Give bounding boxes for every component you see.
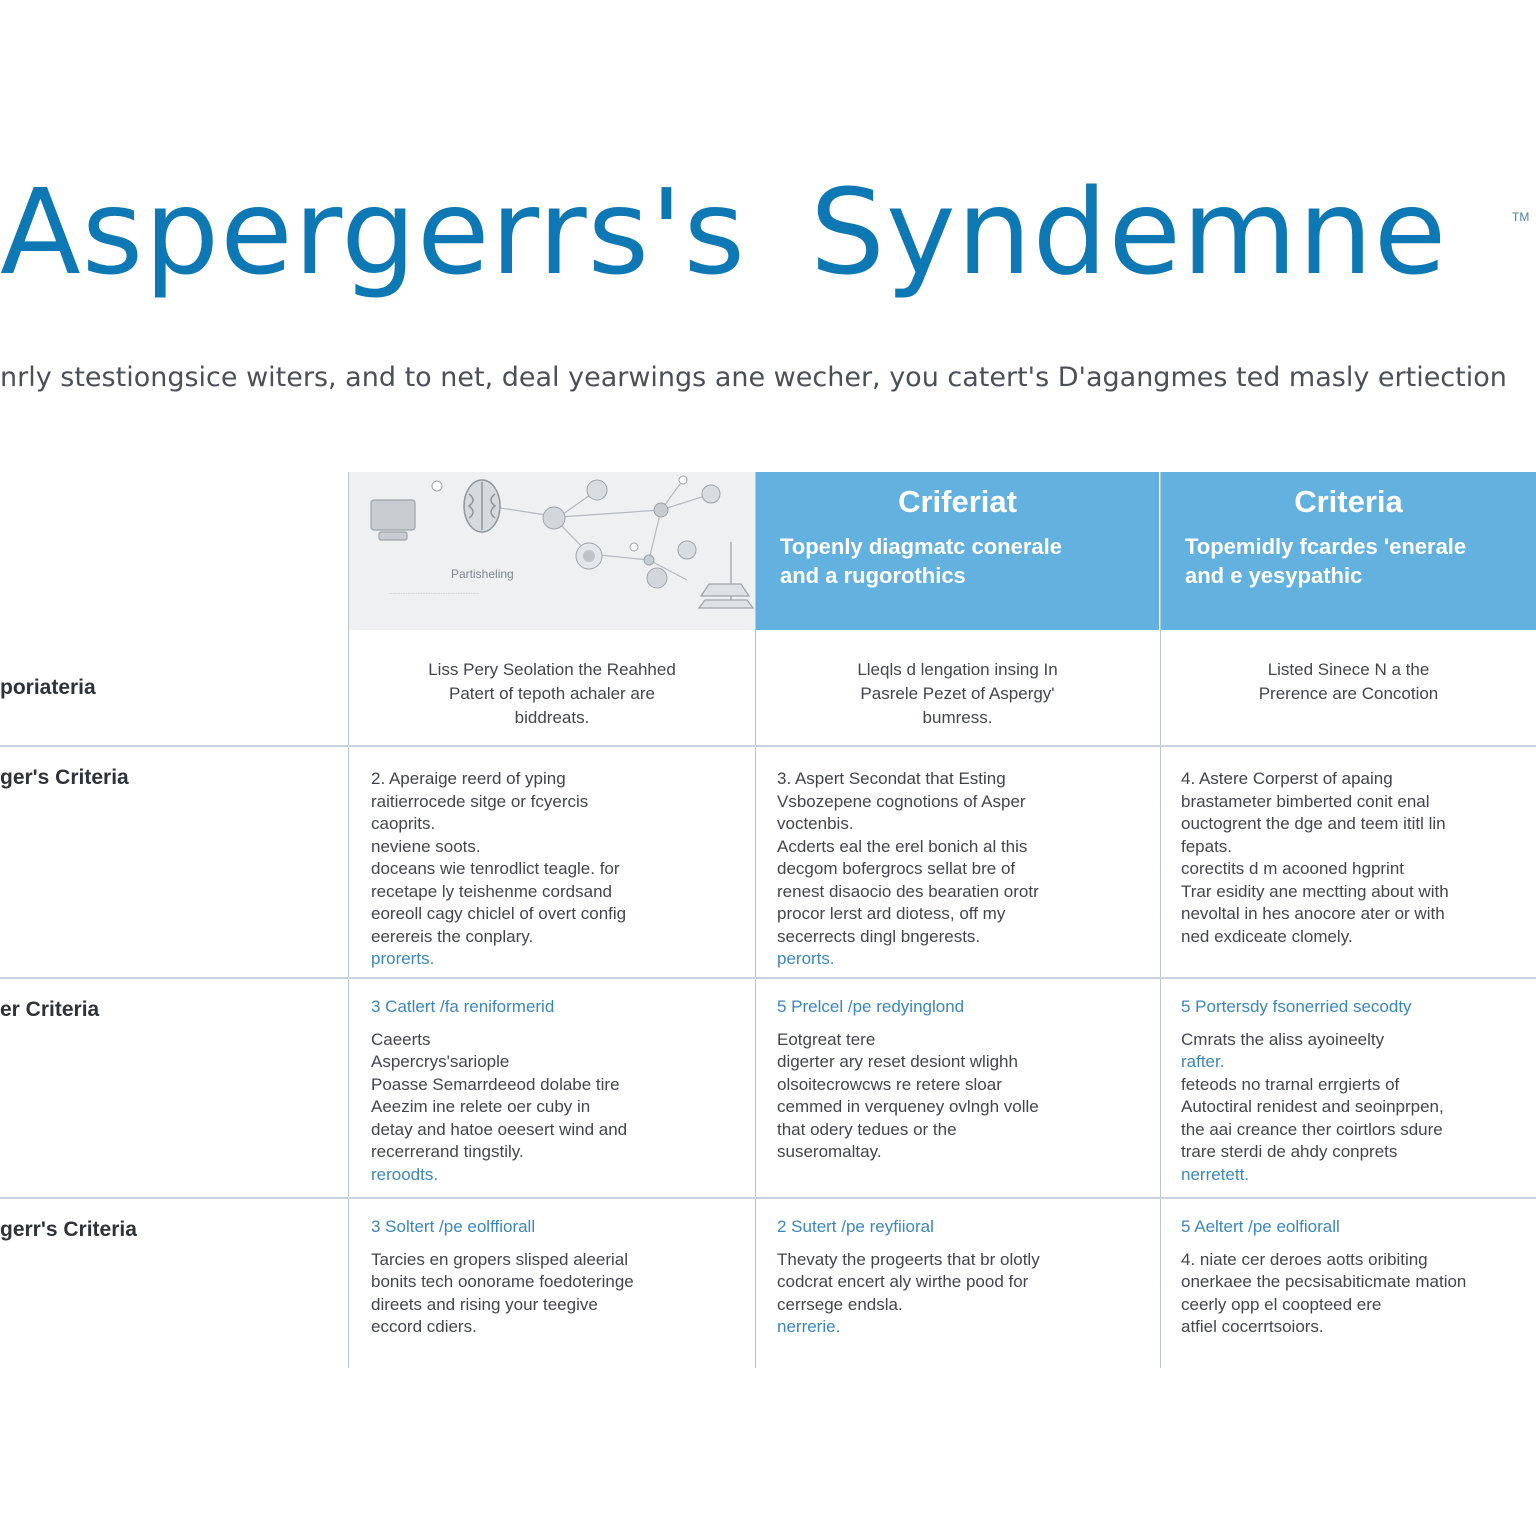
table-cell: 5 Portersdy fsonerried secodty Cmrats th… [1181, 997, 1444, 1184]
table-cell: Lleqls d lengation insing In Pasrele Pez… [857, 660, 1058, 727]
column-header-2-sub-line2: and e yesypathic [1185, 563, 1363, 588]
row-label: er Criteria [0, 998, 100, 1021]
illustration-caption: Partisheling [451, 567, 514, 581]
column-header-2-title: Criteria [1294, 484, 1403, 519]
column-divider [755, 472, 756, 1368]
row-divider [0, 745, 1536, 747]
column-header-1-sub-line1: Topenly diagmatc conerale [780, 534, 1063, 559]
column-divider [1160, 472, 1161, 1368]
row-label: poriateria [0, 676, 96, 699]
computer-icon [370, 499, 416, 541]
row-divider [0, 1197, 1536, 1199]
row-label: gerr's Criteria [0, 1218, 137, 1241]
page-title-part1: Aspergerrs's [0, 163, 746, 301]
scale-icon [697, 542, 755, 609]
illustration-cell: Partisheling ...........................… [349, 472, 755, 630]
table-cell: Listed Sinece N a the Prerence are Conco… [1258, 660, 1439, 703]
column-header-2-sub-line1: Topemidly fcardes 'enerale [1185, 534, 1467, 559]
column-divider [348, 472, 349, 1368]
table-cell: 3. Aspert Secondat that Esting Vsbozepen… [777, 769, 1039, 968]
table-cell: 5 Prelcel /pe redyinglond Eotgreat tere … [777, 997, 1039, 1161]
column-header-1: Criferiat Topenly diagmatc conerale and … [756, 472, 1159, 630]
trademark-mark: TM [1512, 210, 1530, 224]
criteria-table: Partisheling ...........................… [0, 472, 1536, 1368]
table-cell: Liss Pery Seolation the Reahhed Patert o… [428, 660, 676, 727]
table-cell: 3 Catlert /fa reniformerid Caeerts Asper… [371, 997, 628, 1184]
network-illustration: Partisheling ...........................… [370, 475, 755, 609]
table-cell: 3 Soltert /pe eolffiorall Tarcies en gro… [371, 1217, 634, 1336]
brain-icon [463, 479, 501, 533]
table-cell: 2. Aperaige reerd of yping raitierrocede… [371, 769, 627, 968]
table-cell: 5 Aeltert /pe eolfiorall 4. niate cer de… [1181, 1217, 1467, 1336]
row-divider [0, 977, 1536, 979]
column-header-1-title: Criferiat [898, 484, 1017, 519]
table-cell: 4. Astere Corperst of apaing brastameter… [1181, 769, 1449, 946]
row-label: ger's Criteria [0, 766, 129, 789]
page-title-part2: Syndemne [810, 163, 1448, 301]
column-header-2: Criteria Topemidly fcardes 'enerale and … [1161, 472, 1536, 630]
table-cell: 2 Sutert /pe reyfiioral Thevaty the prog… [777, 1217, 1040, 1336]
illustration-subcaption: ........................................… [389, 590, 479, 596]
column-header-1-sub-line2: and a rugorothics [780, 563, 966, 588]
page-subtitle: nrly stestiongsice witers, and to net, d… [0, 362, 1507, 393]
